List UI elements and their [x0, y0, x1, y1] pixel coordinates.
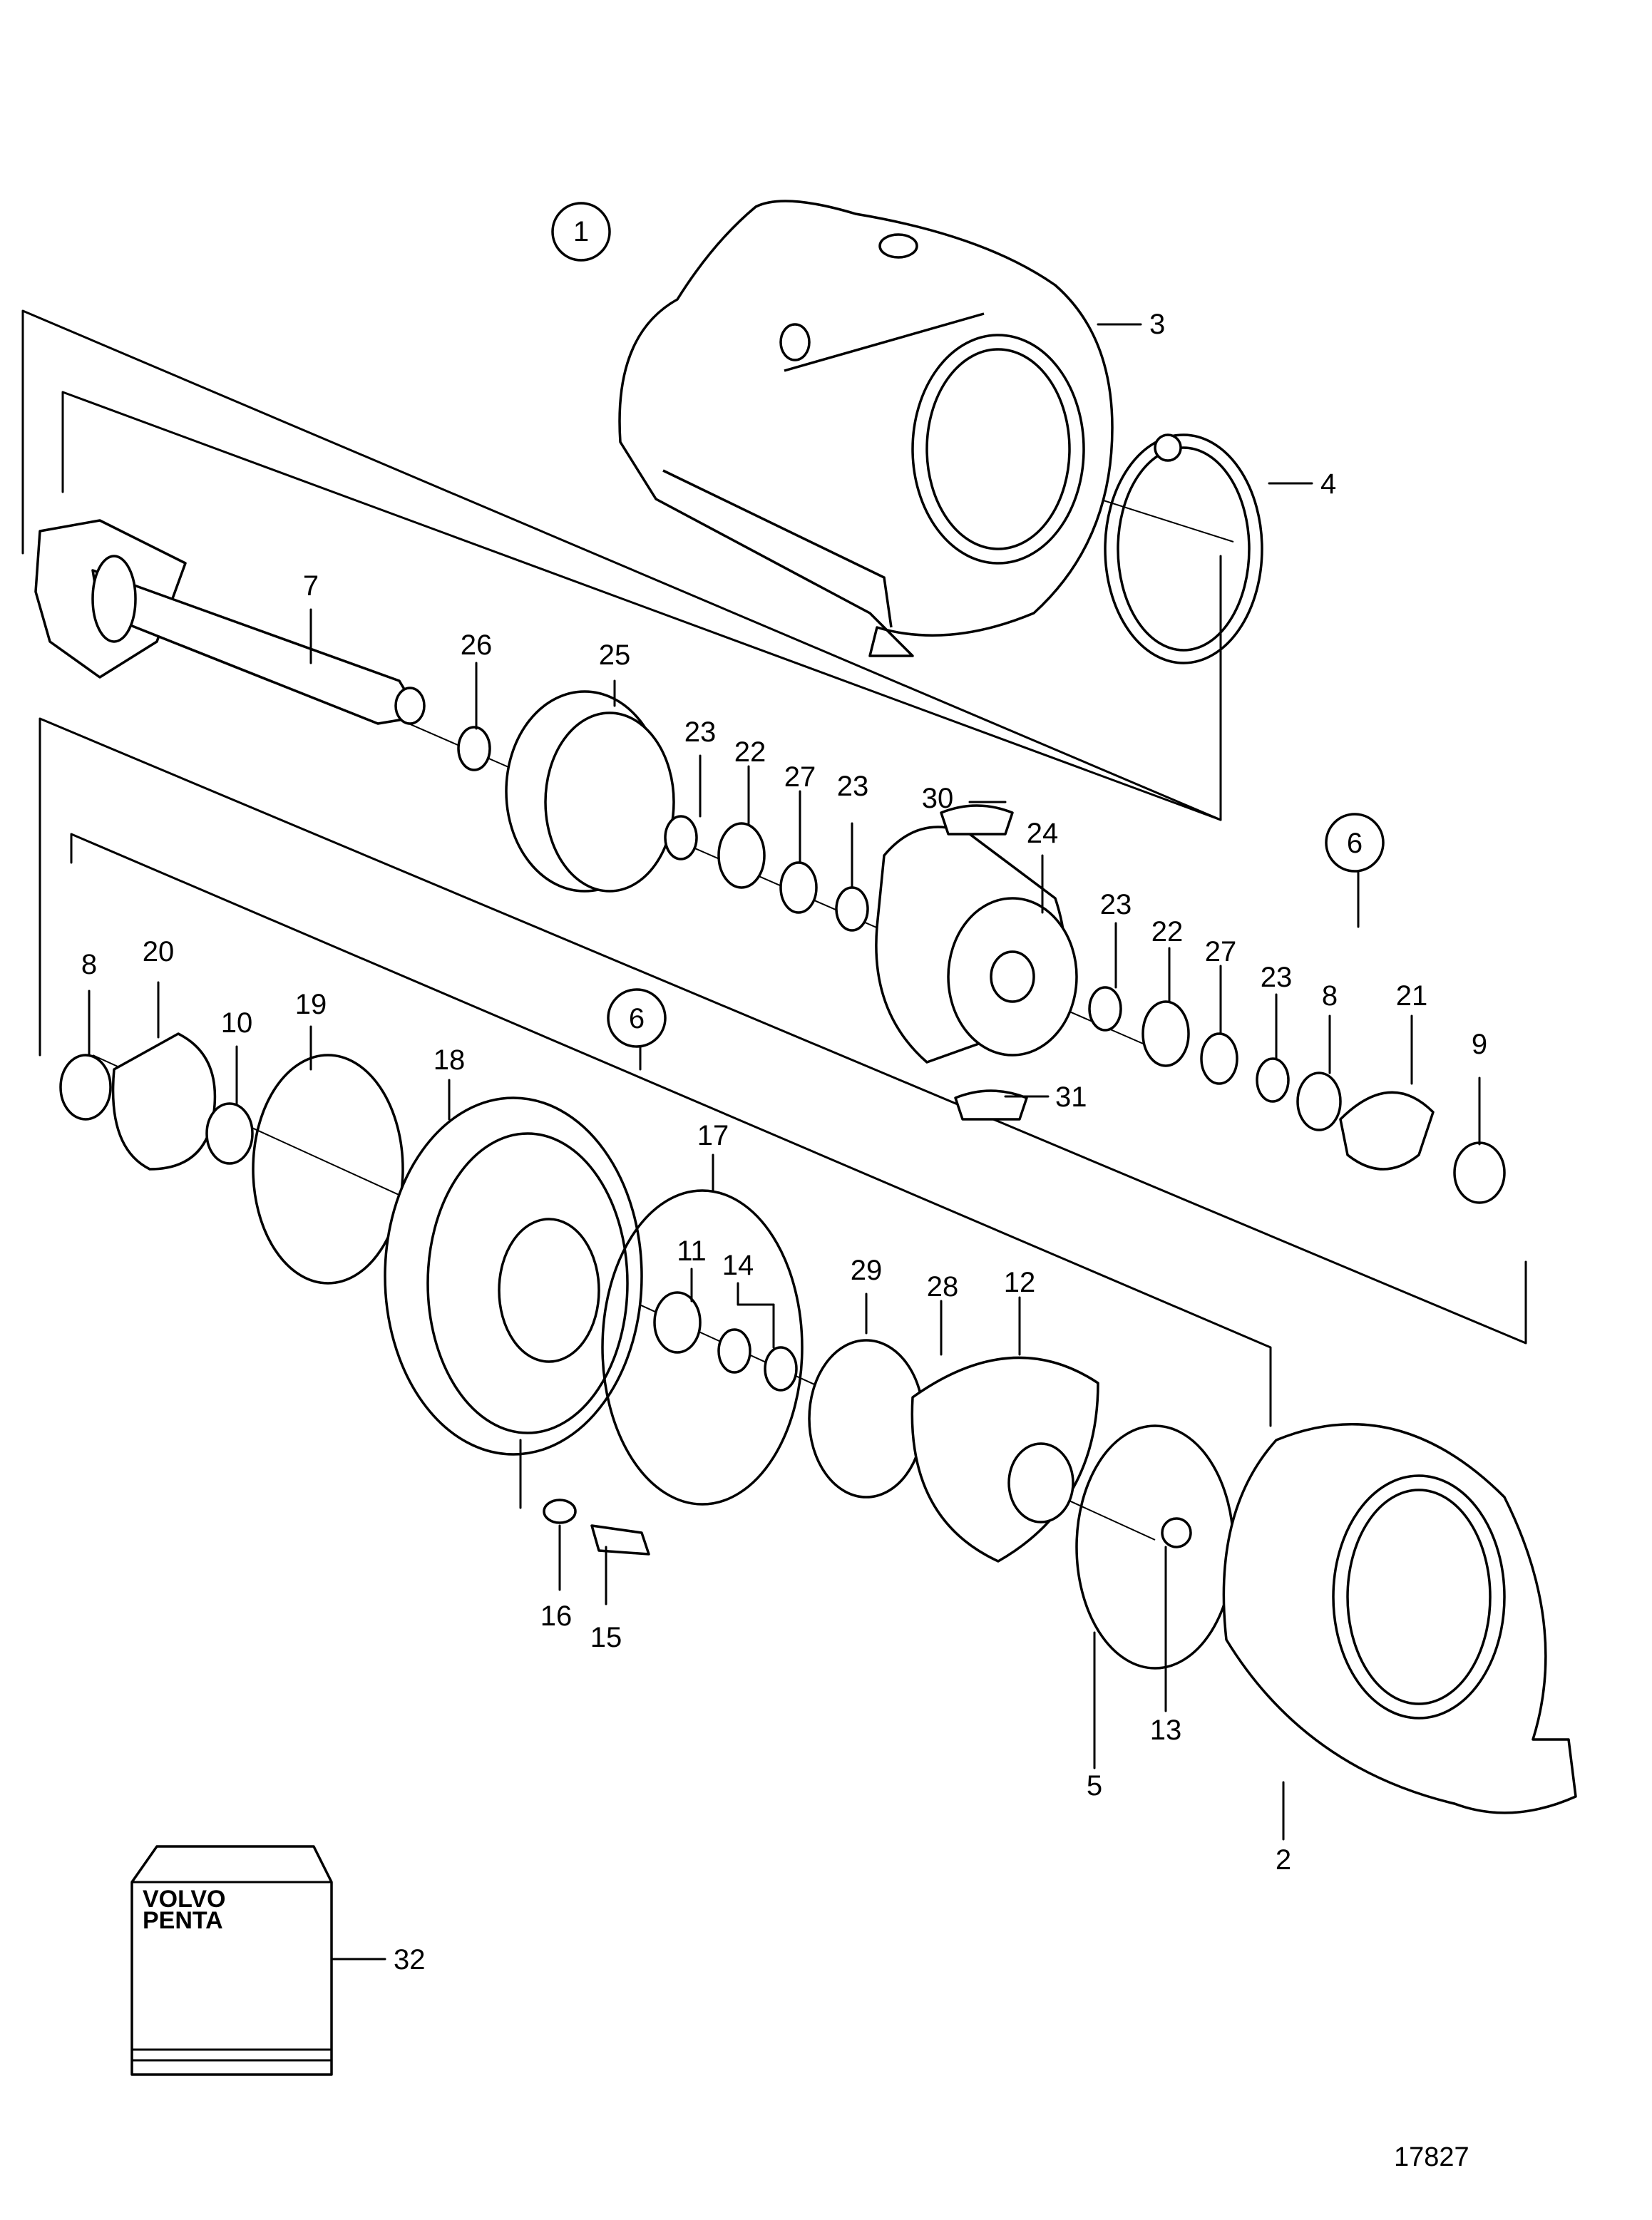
clamp-5: [1075, 1424, 1235, 1670]
callout-17: 17: [697, 1120, 729, 1151]
callout-9: 9: [1472, 1029, 1487, 1060]
callout-23b: 23: [837, 771, 869, 802]
compressor-wheel-12: [910, 1356, 1099, 1563]
group-marker-1: 1: [551, 202, 611, 262]
callout-31: 31: [1055, 1081, 1087, 1113]
o-ring-19: [252, 1054, 404, 1285]
turbine-shaft-wheel: [34, 519, 426, 725]
turbine-housing: [618, 200, 1114, 657]
callout-22b: 22: [1151, 916, 1184, 947]
gasket-kit-package: VOLVO PENTA: [130, 1845, 333, 2076]
group-marker-6-lower-label: 6: [629, 1003, 645, 1034]
group-marker-6-upper-label: 6: [1347, 828, 1363, 859]
insert-29: [808, 1339, 925, 1499]
callout-27a: 27: [784, 761, 816, 793]
callout-22a: 22: [734, 736, 766, 768]
group-marker-6-upper: 6: [1325, 813, 1385, 928]
thrust-collar-21: [1339, 1091, 1435, 1171]
callout-11: 11: [677, 1235, 707, 1267]
callout-21: 21: [1396, 980, 1428, 1012]
seal-11: [653, 1291, 702, 1354]
thrust-bearing-20: [111, 1032, 217, 1171]
callout-8a: 8: [1322, 980, 1338, 1012]
callout-labels: 3 4 7 26 25 23 22 27 23 30 24 23 22 27 2…: [81, 309, 1487, 1975]
callout-30: 30: [922, 783, 954, 814]
callout-10: 10: [221, 1007, 253, 1039]
o-ring-17: [601, 1189, 804, 1506]
callout-7: 7: [303, 570, 319, 602]
gasket-30: [940, 804, 1014, 836]
callout-16: 16: [540, 1600, 573, 1632]
v-band-clamp: [1104, 433, 1263, 664]
callout-32: 32: [394, 1944, 426, 1975]
figure-number: 17827: [1394, 2142, 1469, 2172]
callout-29: 29: [851, 1255, 883, 1286]
callout-24: 24: [1027, 818, 1059, 849]
callout-5: 5: [1087, 1770, 1102, 1802]
callout-3: 3: [1149, 309, 1165, 340]
package-brand-penta: PENTA: [143, 1907, 223, 1934]
nut-13: [1161, 1517, 1192, 1548]
callout-27b: 27: [1205, 936, 1237, 967]
group-marker-6-lower: 6: [607, 988, 667, 1071]
package-brand-volvo: VOLVO: [143, 1886, 226, 1913]
bracket-frames: [21, 309, 1527, 1427]
callout-20: 20: [143, 936, 175, 967]
callout-23c: 23: [1100, 889, 1132, 920]
gasket-31: [954, 1089, 1028, 1121]
callout-19: 19: [295, 989, 327, 1020]
leader-lines: [88, 323, 1481, 1961]
callout-4: 4: [1320, 468, 1336, 500]
callout-8b: 8: [81, 949, 97, 980]
callout-14: 14: [722, 1250, 754, 1281]
ring-26: [457, 726, 491, 771]
callout-23d: 23: [1261, 962, 1293, 993]
screw-15: [590, 1524, 650, 1556]
callout-28: 28: [927, 1271, 959, 1302]
callout-25: 25: [599, 639, 631, 671]
bearing-housing-parts: [457, 690, 1506, 1204]
callout-12: 12: [1004, 1267, 1036, 1298]
callout-18: 18: [433, 1044, 466, 1076]
callout-23a: 23: [684, 716, 717, 748]
washer-16: [543, 1499, 577, 1524]
callout-2: 2: [1276, 1844, 1291, 1876]
callout-26: 26: [461, 629, 493, 661]
group-marker-1-label: 1: [573, 216, 589, 247]
callout-15: 15: [590, 1622, 622, 1653]
compressor-side-parts: [59, 1032, 1577, 1814]
callout-13: 13: [1150, 1715, 1182, 1746]
